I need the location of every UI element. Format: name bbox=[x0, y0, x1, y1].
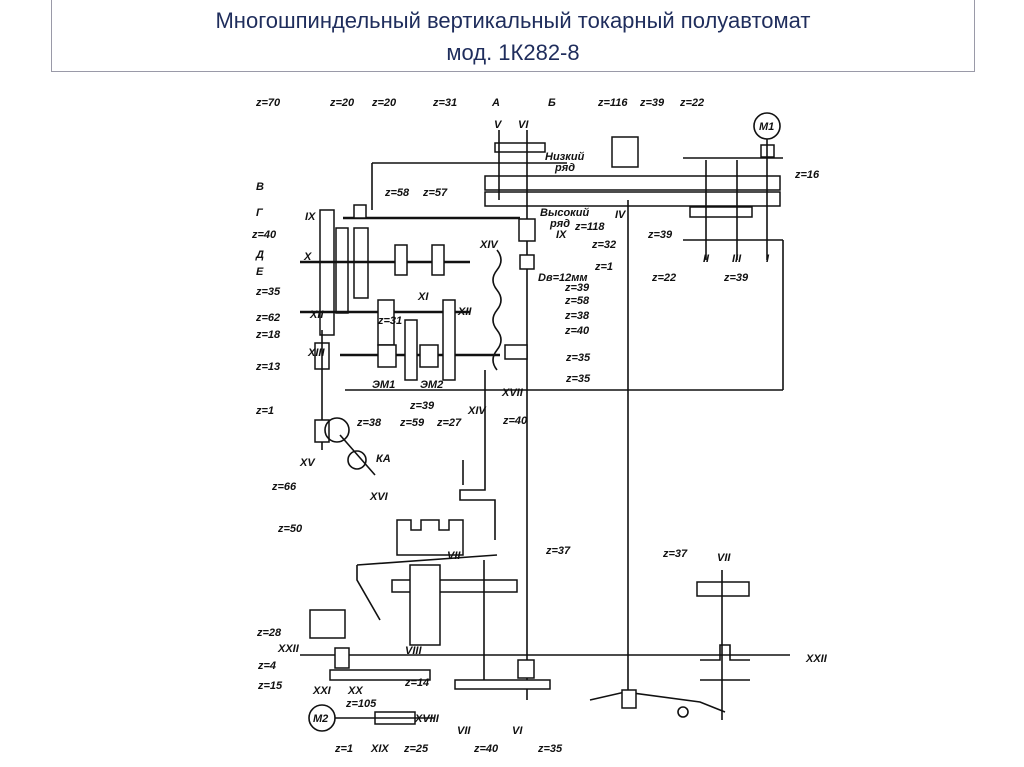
label: z=39 bbox=[647, 229, 673, 241]
label: XIII bbox=[307, 347, 325, 359]
label: Е bbox=[256, 266, 264, 278]
label: z=118 bbox=[574, 221, 605, 233]
label: VII bbox=[447, 550, 461, 562]
label: ряд bbox=[554, 162, 575, 174]
label: z=39 bbox=[639, 97, 665, 109]
label: XIX bbox=[370, 743, 389, 755]
label: z=38 bbox=[564, 310, 590, 322]
label: XX bbox=[347, 685, 363, 697]
label: z=40 bbox=[502, 415, 528, 427]
label: VI bbox=[512, 725, 523, 737]
label: z=39 bbox=[564, 282, 590, 294]
label: z=18 bbox=[255, 329, 281, 341]
label: z=58 bbox=[384, 187, 410, 199]
label: ряд bbox=[549, 218, 570, 230]
label: z=116 bbox=[597, 97, 628, 109]
label: z=40 bbox=[473, 743, 499, 755]
label: z=32 bbox=[591, 239, 616, 251]
label: А bbox=[491, 97, 500, 109]
label: z=105 bbox=[345, 698, 377, 710]
label: Б bbox=[548, 97, 556, 109]
label: z=20 bbox=[329, 97, 355, 109]
label: z=15 bbox=[257, 680, 283, 692]
label: z=22 bbox=[651, 272, 676, 284]
label: VII bbox=[457, 725, 471, 737]
label: XXII bbox=[277, 643, 300, 655]
label: z=20 bbox=[371, 97, 397, 109]
label: КА bbox=[376, 453, 391, 465]
label: В bbox=[256, 181, 264, 193]
label: z=62 bbox=[255, 312, 280, 324]
label: IV bbox=[615, 209, 627, 221]
label: XVIII bbox=[414, 713, 440, 725]
label: z=27 bbox=[436, 417, 462, 429]
label: III bbox=[732, 253, 742, 265]
label: z=35 bbox=[565, 352, 591, 364]
label: Низкий bbox=[545, 151, 585, 163]
label: z=50 bbox=[277, 523, 303, 535]
label: z=1 bbox=[594, 261, 613, 273]
label: XVII bbox=[501, 387, 524, 399]
label: XI bbox=[417, 291, 429, 303]
label: z=40 bbox=[251, 229, 277, 241]
label: z=37 bbox=[545, 545, 571, 557]
label: XV bbox=[299, 457, 316, 469]
label: z=1 bbox=[255, 405, 274, 417]
label: z=28 bbox=[256, 627, 282, 639]
diagram-labels: z=70 z=20 z=20 z=31 А Б z=116 z=39 z=22 … bbox=[251, 97, 828, 755]
label: ЭМ1 bbox=[372, 379, 395, 391]
label: z=57 bbox=[422, 187, 448, 199]
label: V bbox=[494, 119, 503, 131]
label: z=35 bbox=[565, 373, 591, 385]
label: z=31 bbox=[432, 97, 457, 109]
slide-title-box: Многошпиндельный вертикальный токарный п… bbox=[51, 0, 975, 72]
label: z=39 bbox=[723, 272, 749, 284]
label: XXI bbox=[312, 685, 332, 697]
label: z=58 bbox=[564, 295, 590, 307]
label: z=39 bbox=[409, 400, 435, 412]
label: z=37 bbox=[662, 548, 688, 560]
slide-title: Многошпиндельный вертикальный токарный п… bbox=[215, 8, 811, 33]
slide-subtitle: мод. 1К282-8 bbox=[446, 40, 580, 65]
label: I bbox=[766, 253, 770, 265]
label: XVI bbox=[369, 491, 389, 503]
label: Г bbox=[256, 207, 264, 219]
label: X bbox=[303, 251, 312, 263]
label: Высокий bbox=[540, 207, 589, 219]
label: z=70 bbox=[255, 97, 281, 109]
label: z=25 bbox=[403, 743, 429, 755]
label: z=1 bbox=[334, 743, 353, 755]
label: XII bbox=[457, 306, 472, 318]
label: IX bbox=[305, 211, 316, 223]
label: ЭМ2 bbox=[420, 379, 443, 391]
label: XIV bbox=[467, 405, 487, 417]
label: z=40 bbox=[564, 325, 590, 337]
label: z=35 bbox=[255, 286, 281, 298]
label: z=13 bbox=[255, 361, 280, 373]
label: z=66 bbox=[271, 481, 297, 493]
label: M2 bbox=[313, 713, 328, 725]
label: VI bbox=[518, 119, 529, 131]
label: VIII bbox=[405, 645, 422, 657]
label: Dв=12мм bbox=[538, 272, 588, 284]
label: z=59 bbox=[399, 417, 425, 429]
label: z=4 bbox=[257, 660, 276, 672]
diagram-lines bbox=[300, 112, 790, 732]
label: z=16 bbox=[794, 169, 820, 181]
label: VII bbox=[717, 552, 731, 564]
label: z=22 bbox=[679, 97, 704, 109]
label: II bbox=[703, 253, 710, 265]
label: M1 bbox=[759, 121, 774, 133]
label: z=35 bbox=[537, 743, 563, 755]
label: z=14 bbox=[404, 677, 429, 689]
label: XXII bbox=[805, 653, 828, 665]
label: z=38 bbox=[356, 417, 382, 429]
label: z=31 bbox=[377, 315, 402, 327]
label: IX bbox=[556, 229, 567, 241]
label: XII bbox=[309, 309, 324, 321]
label: XIV bbox=[479, 239, 499, 251]
label: Д bbox=[255, 249, 264, 261]
